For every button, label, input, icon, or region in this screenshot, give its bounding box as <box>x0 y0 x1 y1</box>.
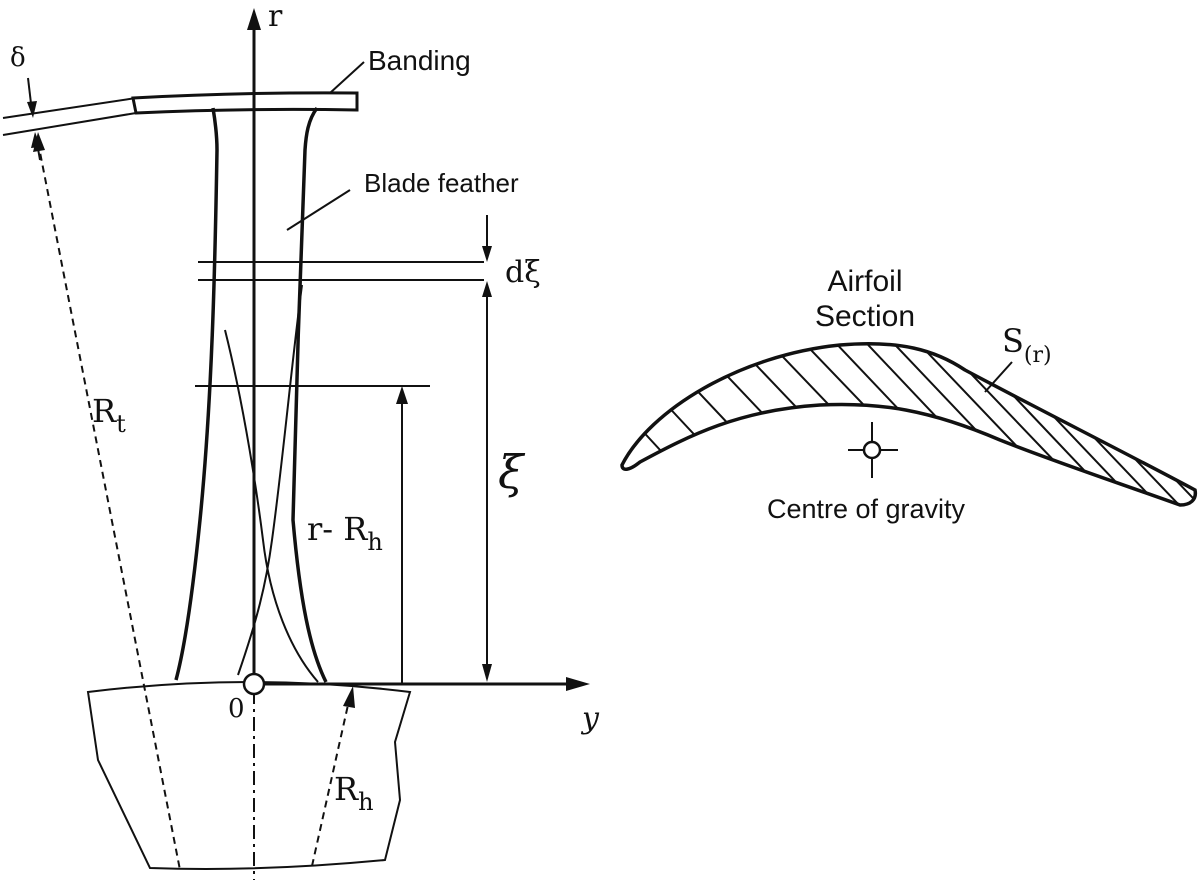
area-label: S(r) <box>1002 322 1052 368</box>
blade-feather-leader <box>286 189 351 231</box>
tip-extension-lower <box>2 112 137 136</box>
banding-leader <box>329 61 365 94</box>
rt-dashed-line <box>37 141 181 871</box>
r-axis-arrowhead <box>247 8 261 30</box>
area-leader <box>984 361 1013 393</box>
centre-of-gravity-label: Centre of gravity <box>767 494 966 524</box>
area-subscript: (r) <box>1024 343 1052 368</box>
delta-label: δ <box>10 43 26 73</box>
rh-label: Rh <box>334 770 374 816</box>
delta-arrowhead-top <box>27 101 37 118</box>
r-axis-label: r <box>268 0 283 34</box>
blade-twist-edge-b <box>237 284 303 676</box>
y-axis-label: y <box>580 701 600 736</box>
tip-extension-upper <box>2 97 137 119</box>
banding-label: Banding <box>368 45 471 76</box>
dxi-label: dξ <box>505 255 541 290</box>
airfoil-outline <box>620 341 1198 507</box>
centre-of-gravity-marker <box>848 422 898 478</box>
dxi-arrowhead-top <box>482 246 492 262</box>
rt-subscript: t <box>116 410 126 438</box>
blade-feather-label: Blade feather <box>364 168 519 198</box>
blade-right-edge <box>291 106 328 683</box>
r-minus-rh-arrowhead <box>396 386 408 404</box>
airfoil-title-line1: Airfoil <box>827 265 902 298</box>
hub-outline <box>86 681 412 870</box>
dxi-arrowhead-bottom <box>482 281 492 297</box>
rh-dashed-line <box>311 695 351 867</box>
rh-arrowhead <box>343 686 355 708</box>
banding-shroud <box>131 91 359 115</box>
origin-circle <box>242 672 266 696</box>
rh-subscript: h <box>358 788 373 816</box>
airfoil-title-line2: Section <box>815 300 915 333</box>
rt-label: Rt <box>92 392 126 438</box>
xi-arrowhead-bottom <box>482 664 492 682</box>
blade-twist-edge-a <box>224 329 319 683</box>
blade-left-edge <box>174 107 219 681</box>
origin-label: 0 <box>228 694 245 724</box>
xi-label: ξ <box>498 445 526 499</box>
y-axis-arrowhead <box>566 677 590 691</box>
rt-arrowhead <box>33 132 45 152</box>
r-minus-rh-label: r- Rh <box>307 510 383 556</box>
r-minus-rh-subscript: h <box>367 528 382 556</box>
